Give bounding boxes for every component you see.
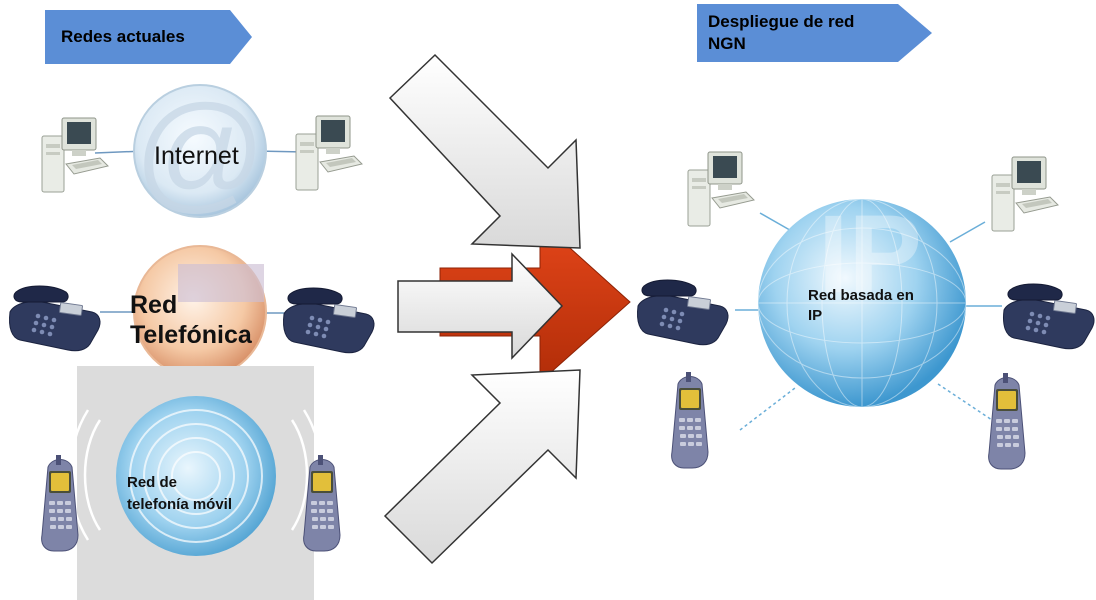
desk-phone-icon [282,287,375,354]
internet-globe [133,84,267,218]
middle-arrow [397,252,564,360]
mobile-phone-icon [988,372,1026,470]
at-symbol-icon: @ [134,78,266,224]
mobile-globe [116,396,276,556]
top-arrow [388,53,581,249]
mobile-phone-icon [41,454,79,552]
computer-icon [41,117,109,193]
ip-label-line2: IP [808,307,823,324]
desk-phone-icon [8,285,101,352]
right-title-tag [697,4,932,62]
ip-globe [758,199,966,407]
computer-icon [295,115,363,191]
ip-network-label: Red basada en IP [808,286,914,326]
right-title-line1: Despliegue de red [708,12,855,31]
left-title: Redes actuales [61,27,185,46]
mobile-phone-icon [671,371,709,469]
mobile-label-line2: telefonía móvil [127,496,233,513]
telephone-label-line1: Red [130,291,178,319]
computer-icon [991,156,1059,232]
mobile-label-line1: Red de [127,474,178,491]
ip-label-line1: Red basada en [808,287,914,304]
pixelated-overlay [178,264,264,302]
desk-phone-icon [1002,283,1095,350]
computer-icon [687,151,755,227]
ip-watermark: IP [818,193,922,316]
telephone-label-line2: Telefónica [130,321,252,349]
desk-phone-icon [636,279,729,346]
telephone-label: Red Telefónica [130,290,252,350]
internet-label: Internet [154,142,239,170]
mobile-label: Red de telefonía móvil [127,472,232,516]
right-title-line2: NGN [708,34,746,53]
bottom-arrow [383,369,581,565]
right-title: Despliegue de red NGN [708,11,854,55]
left-title-tag [45,10,252,64]
